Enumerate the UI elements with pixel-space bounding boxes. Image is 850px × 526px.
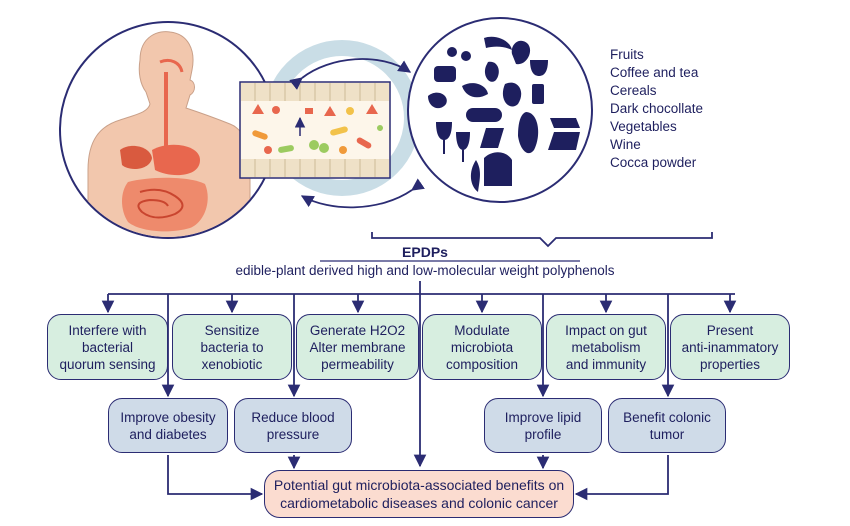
mechanism-box: Impact on gut metabolism and immunity: [546, 314, 666, 380]
food-item: Cereals: [610, 83, 657, 98]
brace: [371, 232, 713, 248]
food-list: Fruits Coffee and tea Cereals Dark choco…: [610, 46, 703, 172]
outcome-box: Potential gut microbiota-associated bene…: [264, 470, 574, 518]
mechanism-line: Sensitize: [204, 322, 260, 338]
epdp-title: EPDPs: [402, 244, 448, 260]
effect-line: Improve lipid: [504, 409, 582, 425]
effect-line: Benefit colonic: [623, 409, 711, 425]
mechanism-box: Generate H2O2 Alter membrane permeabilit…: [296, 314, 419, 380]
effect-box: Improve obesity and diabetes: [108, 398, 228, 453]
food-item: Vegetables: [610, 119, 677, 134]
effect-line: Improve obesity: [120, 409, 216, 425]
mechanism-line: permeability: [321, 356, 394, 372]
mechanism-box: Sensitize bacteria to xenobiotic: [172, 314, 292, 380]
mechanism-line: quorum sensing: [59, 356, 156, 372]
mechanism-line: bacterial: [81, 339, 134, 355]
effect-box: Benefit colonic tumor: [608, 398, 726, 453]
outcome-line: Potential gut microbiota-associated bene…: [273, 477, 565, 493]
mechanism-line: xenobiotic: [201, 356, 263, 372]
mechanism-line: microbiota: [450, 339, 514, 355]
mechanism-line: metabolism: [571, 339, 641, 355]
effect-line: and diabetes: [129, 426, 207, 442]
arrow-to-foods: [289, 58, 412, 90]
effect-box: Improve lipid profile: [484, 398, 602, 453]
outcome-line: cardiometabolic diseases and colonic can…: [280, 495, 558, 511]
mechanism-line: Interfere with: [68, 322, 147, 338]
food-item: Coffee and tea: [610, 65, 699, 80]
mechanism-line: Modulate: [454, 322, 510, 338]
mechanism-line: bacteria to: [200, 339, 264, 355]
food-item: Fruits: [610, 47, 644, 62]
mechanism-line: Alter membrane: [309, 339, 406, 355]
mechanism-box: Present anti-inammatory properties: [670, 314, 790, 380]
food-item: Dark chocollate: [610, 101, 704, 116]
mechanism-line: Generate H2O2: [309, 322, 406, 338]
gut-lumen-icon: [239, 81, 391, 179]
effect-line: Reduce blood: [251, 409, 335, 425]
effect-line: tumor: [649, 426, 685, 442]
epdp-subtitle: edible-plant derived high and low-molecu…: [235, 263, 615, 278]
mechanism-box: Interfere with bacterial quorum sensing: [47, 314, 168, 380]
mechanism-line: properties: [699, 356, 761, 372]
food-item: Cocca powder: [610, 155, 697, 170]
food-item: Wine: [610, 137, 641, 152]
human-digestive-icon: [59, 21, 277, 239]
mechanism-box: Modulate microbiota composition: [422, 314, 542, 380]
mechanism-line: Present: [706, 322, 754, 338]
mechanism-line: composition: [445, 356, 519, 372]
mechanism-line: anti-inammatory: [681, 339, 779, 355]
arrow-to-gut: [300, 178, 425, 209]
effect-line: pressure: [266, 426, 320, 442]
mechanism-line: and immunity: [565, 356, 647, 372]
effect-line: profile: [524, 426, 562, 442]
mechanism-line: Impact on gut: [565, 322, 647, 338]
effect-box: Reduce blood pressure: [234, 398, 352, 453]
food-sources-icon: [407, 17, 593, 203]
